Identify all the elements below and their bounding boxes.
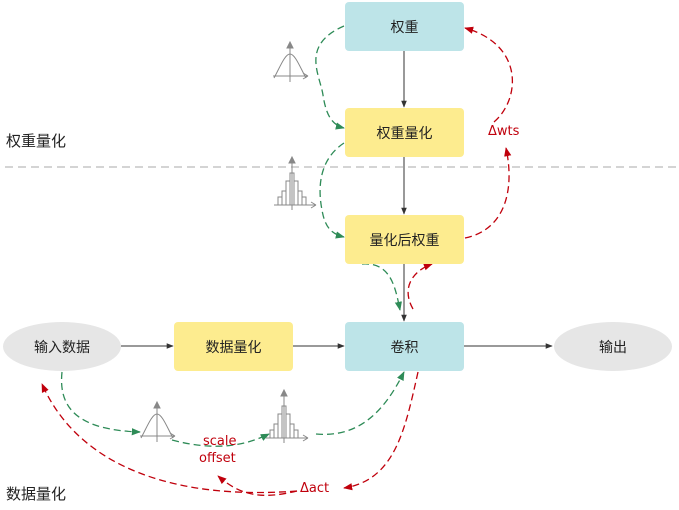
node-quantized-weight[interactable]: 量化后权重 xyxy=(345,215,464,264)
red-flow-qweight-to-wts xyxy=(464,147,512,239)
red-flow-wts-to-weight xyxy=(464,26,513,123)
main-flow-arrows xyxy=(121,51,553,349)
node-weight[interactable]: 权重 xyxy=(345,2,464,51)
green-flow-weight-to-quant xyxy=(315,25,345,130)
red-flow-act-to-input xyxy=(41,383,298,494)
green-flow-quant-to-qweight xyxy=(319,142,345,239)
histogram-icon xyxy=(274,155,317,210)
green-quant-flows xyxy=(60,25,405,447)
label-delta-act: Δact xyxy=(300,481,330,496)
section-label-weight-quant: 权重量化 xyxy=(6,132,67,150)
label-offset: offset xyxy=(199,451,236,466)
label-delta-wts: Δwts xyxy=(488,124,520,139)
green-flow-scale-to-hist xyxy=(171,433,270,447)
histogram-icon xyxy=(266,388,309,443)
bell-curve-icon xyxy=(140,400,176,442)
green-flow-qweight-to-conv xyxy=(361,263,402,311)
green-flow-input-to-scale xyxy=(60,371,141,436)
node-weight-quantization[interactable]: 权重量化 xyxy=(345,108,464,157)
node-convolution[interactable]: 卷积 xyxy=(345,322,464,371)
bell-curve-icon xyxy=(273,40,309,82)
red-flow-conv-to-act xyxy=(343,371,419,491)
node-input-data[interactable]: 输入数据 xyxy=(3,322,121,371)
green-flow-hist-to-conv xyxy=(315,371,405,435)
label-scale: scale xyxy=(203,434,237,449)
section-label-data-quant: 数据量化 xyxy=(6,485,67,503)
red-flow-act-to-scale xyxy=(217,475,298,496)
node-output[interactable]: 输出 xyxy=(554,322,672,371)
red-gradient-flows xyxy=(41,26,513,496)
node-data-quantization[interactable]: 数据量化 xyxy=(174,322,293,371)
red-flow-conv-to-qweight xyxy=(407,263,433,310)
